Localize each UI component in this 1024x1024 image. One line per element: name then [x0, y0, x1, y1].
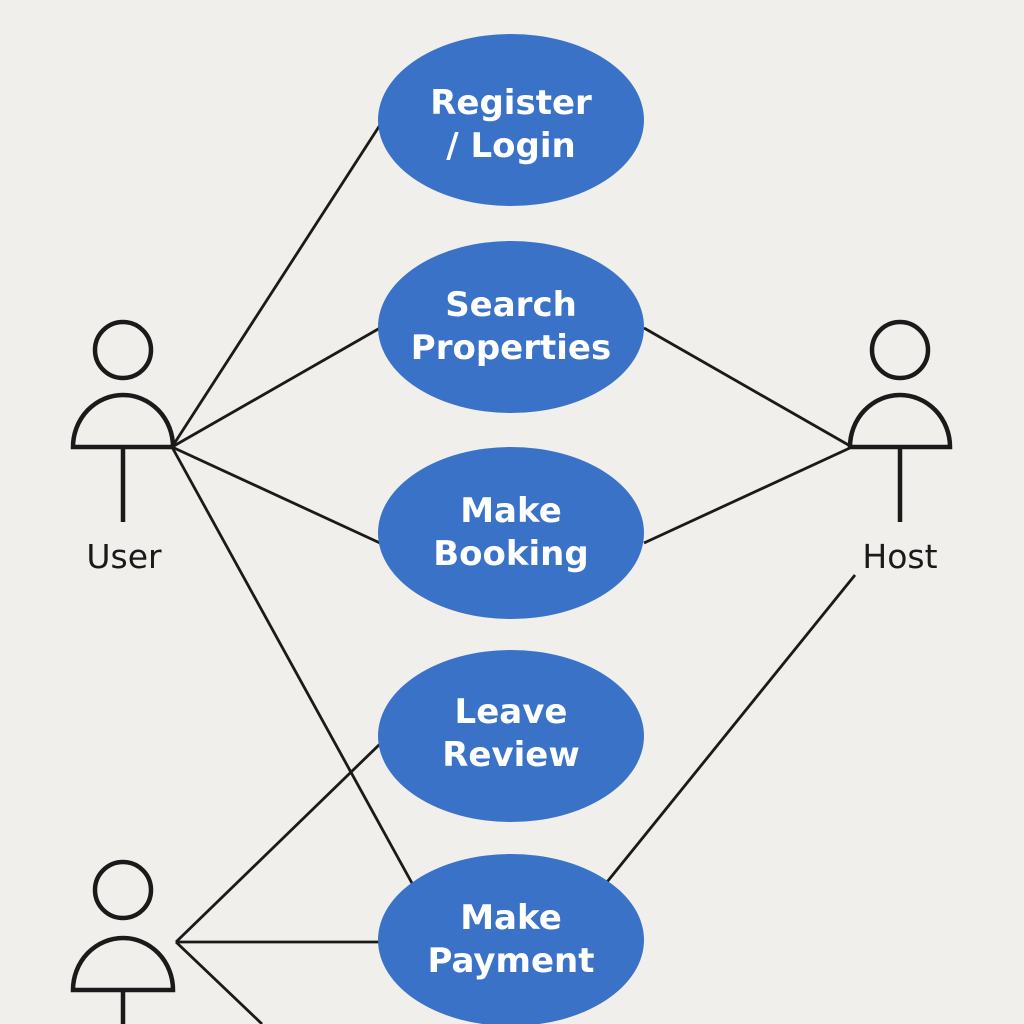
use-case-label-line-2: / Login [446, 126, 575, 166]
use-case-label-line-2: Payment [427, 941, 594, 981]
association-user-search [171, 326, 381, 449]
associations [170, 124, 857, 1024]
use-case-ellipse [378, 650, 644, 822]
use-case-ellipse [378, 447, 644, 619]
use-case-label-line-1: Make [460, 491, 562, 531]
actor-host: Host [847, 319, 953, 576]
use-case-register-login: Register / Login [378, 34, 644, 206]
association-user-payment [170, 446, 415, 886]
person-icon [70, 319, 176, 522]
use-case-label-line-2: Properties [411, 328, 611, 368]
use-case-ellipse [378, 854, 644, 1024]
association-actor3-review [175, 740, 383, 944]
association-actor3-offcanvas [175, 940, 263, 1024]
actor-user: User [70, 319, 176, 576]
use-case-make-payment: Make Payment [378, 854, 644, 1024]
association-host-booking [643, 445, 853, 545]
use-case-ellipse [378, 34, 644, 206]
use-case-label-line-1: Leave [455, 692, 568, 732]
use-case-label-line-2: Review [442, 735, 580, 775]
actor-3 [70, 859, 176, 1024]
actor-label-user: User [86, 537, 162, 576]
use-case-label-line-1: Make [460, 898, 562, 938]
use-case-label-line-1: Search [445, 285, 577, 325]
association-host-search [643, 326, 853, 449]
use-case-leave-review: Leave Review [378, 650, 644, 822]
person-icon [847, 319, 953, 522]
actor-label-host: Host [862, 537, 937, 576]
association-user-register [170, 124, 382, 448]
person-icon [70, 859, 176, 1024]
use-case-label-line-2: Booking [433, 534, 588, 574]
use-case-label-line-1: Register [430, 83, 592, 123]
use-case-make-booking: Make Booking [378, 447, 644, 619]
association-user-booking [171, 445, 381, 545]
use-case-search-properties: Search Properties [378, 241, 644, 413]
use-case-ellipse [378, 241, 644, 413]
association-host-payment [605, 574, 857, 883]
